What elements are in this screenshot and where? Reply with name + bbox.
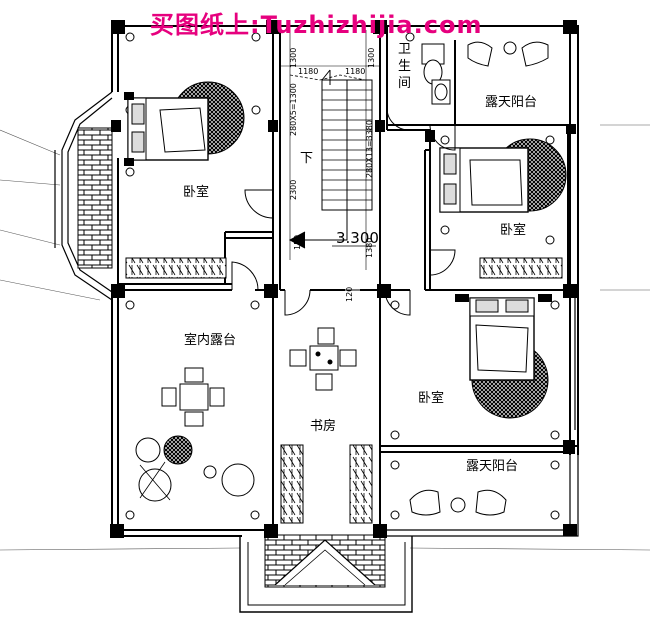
staircase bbox=[288, 69, 373, 249]
label-bathroom: 卫 生 间 bbox=[398, 42, 415, 91]
bed-e bbox=[439, 138, 567, 213]
dim-1300-right: 1300 bbox=[367, 48, 376, 68]
dim-stair-right: 280X13=3380 bbox=[365, 120, 374, 178]
label-bedroom-e: 卧室 bbox=[500, 222, 526, 238]
watermark: 买图纸上:Tuzhizhijia.com bbox=[150, 11, 482, 39]
dim-2300: 2300 bbox=[289, 180, 298, 200]
columns bbox=[110, 20, 577, 538]
label-bedroom-se: 卧室 bbox=[418, 390, 444, 406]
wardrobe-study-right bbox=[349, 444, 373, 524]
lounge-chairs-se bbox=[409, 489, 507, 516]
bed-nw bbox=[124, 81, 245, 166]
lounge-chairs-ne bbox=[467, 41, 549, 67]
dim-1380: 1380 bbox=[365, 238, 374, 258]
porch bbox=[239, 534, 413, 613]
study-table bbox=[289, 327, 357, 391]
doors bbox=[231, 107, 456, 316]
label-indoor-terrace: 室内露台 bbox=[184, 332, 236, 348]
terrace-table bbox=[161, 367, 225, 427]
column-markers bbox=[125, 32, 560, 520]
bed-se bbox=[455, 294, 552, 419]
dim-120: 120 bbox=[345, 287, 354, 302]
dimension-lines bbox=[280, 30, 380, 270]
label-stair-down: 下 bbox=[300, 151, 313, 166]
bay-window-brick bbox=[77, 127, 113, 269]
wardrobe-e bbox=[479, 257, 563, 279]
bathroom-fixtures bbox=[421, 43, 451, 105]
wardrobe-nw bbox=[125, 257, 227, 279]
label-balcony-se: 露天阳台 bbox=[466, 459, 518, 474]
label-balcony-ne: 露天阳台 bbox=[485, 95, 537, 110]
dim-1300-left: 1300 bbox=[289, 48, 298, 68]
label-elevation: 3.300 bbox=[336, 229, 379, 247]
label-study: 书房 bbox=[310, 418, 336, 434]
dim-1180-left: 1180 bbox=[298, 67, 318, 76]
dim-1180-right: 1180 bbox=[345, 67, 365, 76]
terrace-plants bbox=[135, 435, 255, 502]
label-bedroom-nw: 卧室 bbox=[183, 184, 209, 200]
bay-window bbox=[54, 91, 113, 301]
grid-lines bbox=[0, 124, 650, 551]
dim-150: 150 bbox=[293, 235, 302, 250]
dim-stair-left: 280X5=1300 bbox=[289, 83, 298, 136]
wardrobe-study-left bbox=[280, 444, 304, 524]
walls bbox=[111, 25, 579, 537]
